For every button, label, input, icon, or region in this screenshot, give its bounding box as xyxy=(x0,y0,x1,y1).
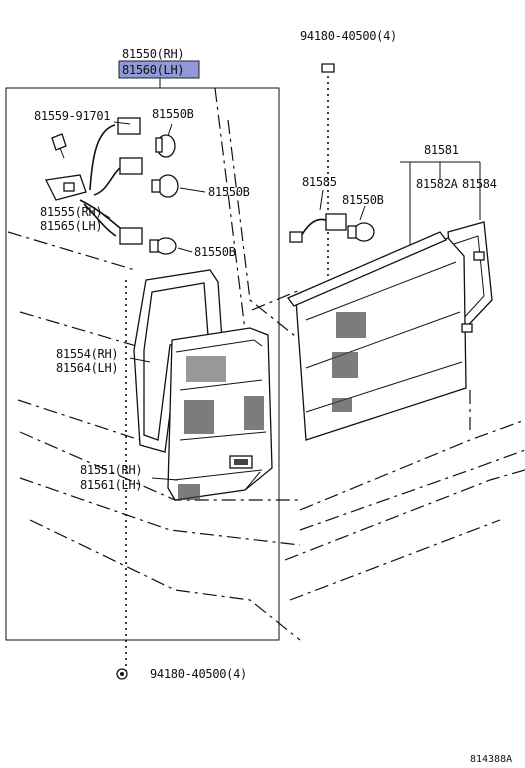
leader-lines xyxy=(99,121,481,481)
label-socket-lh: 81565(LH) xyxy=(40,219,102,233)
label-lens-rh: 81551(RH) xyxy=(80,463,142,477)
screw-bottom-icon xyxy=(116,668,128,680)
screw-top-icon xyxy=(321,63,335,73)
label-reference-code: 814388A xyxy=(470,754,512,765)
tail-lamp-lens xyxy=(167,327,273,501)
label-screw-bottom: 94180-40500(4) xyxy=(150,667,247,681)
bulb-1 xyxy=(155,134,176,158)
label-gasket-rh: 81554(RH) xyxy=(56,347,118,361)
label-gasket-lh: 81564(LH) xyxy=(56,361,118,375)
label-bulb-2: 81550B xyxy=(208,185,250,199)
license-socket xyxy=(289,213,347,243)
label-screw-small: 81559-91701 xyxy=(34,109,110,123)
label-bulb-1: 81550B xyxy=(152,107,194,121)
license-lamp-assembly xyxy=(286,221,493,441)
label-license-assy: 81581 xyxy=(424,143,459,157)
highlight-box xyxy=(118,60,200,79)
label-assembly-rh: 81550(RH) xyxy=(122,47,184,61)
label-bulb-right: 81550B xyxy=(342,193,384,207)
label-license-cover: 81584 xyxy=(462,177,497,191)
vehicle-body-outline xyxy=(7,87,525,641)
bulb-2 xyxy=(151,174,179,198)
label-license-lens: 81582A xyxy=(416,177,459,191)
socket-wiring xyxy=(45,117,143,245)
small-screw xyxy=(51,133,67,159)
label-lens-lh: 81561(LH) xyxy=(80,478,142,492)
label-license-socket: 81585 xyxy=(302,175,337,189)
label-assembly-lh: 81560(LH) xyxy=(122,63,184,77)
label-screw-top: 94180-40500(4) xyxy=(300,29,397,43)
assembly-group-box xyxy=(5,87,280,641)
label-bulb-3: 81550B xyxy=(194,245,236,259)
bulb-3 xyxy=(149,237,177,255)
label-socket-rh: 81555(RH) xyxy=(40,205,102,219)
license-bulb xyxy=(347,222,375,242)
